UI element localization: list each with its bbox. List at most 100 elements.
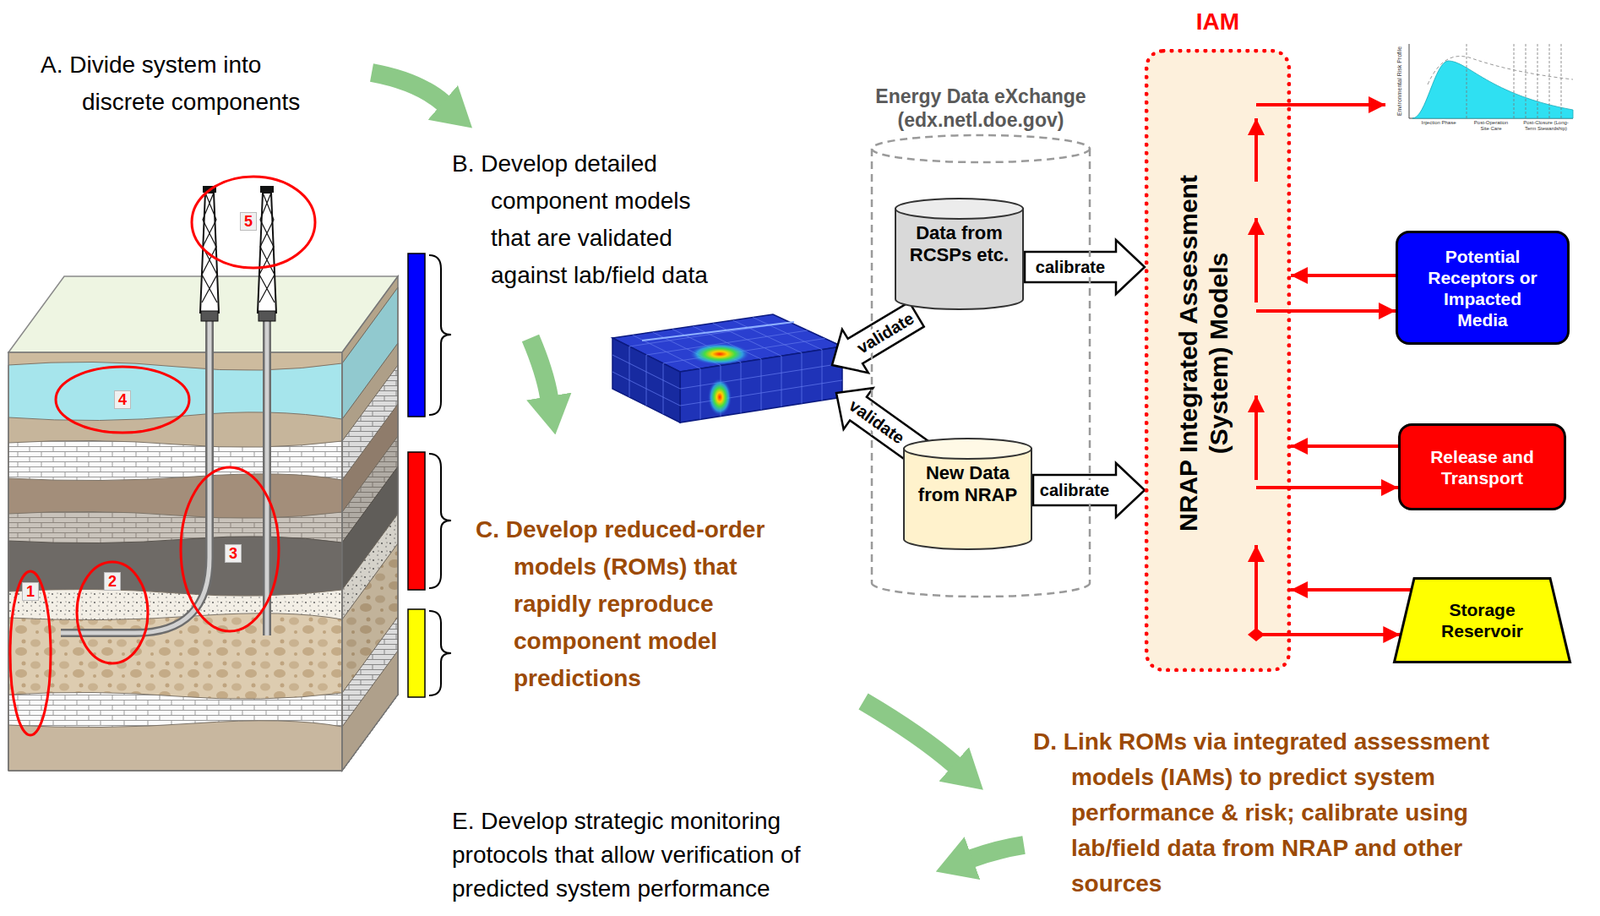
callout-number: 2: [103, 571, 121, 591]
flow-arrow: [1290, 444, 1399, 448]
callout-ellipse: [180, 467, 279, 632]
node-text: New Data from NRAP: [910, 462, 1025, 507]
axis-label: Environmental Risk Profile: [1396, 46, 1404, 116]
step-text: B. Develop detailed component models tha…: [451, 145, 719, 294]
cylinder-outline: [871, 582, 1090, 597]
derrick: [201, 192, 218, 303]
receptor-box: Potential Receptors or Impacted Media: [1395, 230, 1570, 345]
well-pipe: [262, 321, 272, 636]
component-model-mesh: [629, 317, 826, 370]
risk-chart: [1412, 60, 1573, 119]
box-heading: IAM: [1148, 7, 1287, 37]
risk-chart: [1393, 40, 1577, 134]
step-text: A. Divide system into discrete component…: [40, 46, 306, 121]
flow-arrow: [1290, 273, 1396, 278]
internal-flow-arrow: [1256, 310, 1291, 635]
step-arrow: [971, 844, 1024, 859]
callout-number: 3: [224, 544, 242, 563]
internal-flow-arrow: [1254, 217, 1258, 303]
internal-flow-arrow: [1254, 118, 1258, 182]
calibrate-arrow: [1033, 462, 1145, 518]
data-repository-cylinder: Energy Data eXchange (edx.netl.doe.gov)D…: [870, 81, 1092, 597]
step-arrow: [530, 337, 550, 398]
geology-block: [8, 352, 343, 771]
phase-label: Post-Closure (Long-Term Stewardship): [1518, 119, 1574, 131]
derrick: [258, 310, 276, 322]
geology-block: [8, 412, 343, 771]
cylinder-outline: [903, 438, 1032, 459]
cylinder-outline: [903, 448, 1032, 550]
connectors: [1024, 239, 1411, 635]
calibrate-arrow: [1024, 239, 1145, 294]
internal-flow-arrow: [1254, 395, 1258, 480]
trapezoid-outline: [1394, 578, 1571, 663]
step-arrow: [371, 72, 444, 104]
reservoir-trapezoid: Storage Reservoir: [1393, 576, 1572, 664]
risk-chart: [1409, 43, 1573, 119]
component-model-mesh: [689, 342, 751, 365]
geology-block: [8, 720, 343, 771]
flow-diamond: [1247, 627, 1265, 642]
derrick: [200, 185, 277, 322]
cylinder-outline: [871, 135, 1090, 597]
component-model-mesh: [642, 321, 795, 341]
node-text: Release and Transport: [1423, 446, 1542, 489]
well-pipe: [60, 321, 267, 636]
geology-block: [8, 361, 343, 771]
geology-block: [8, 276, 398, 771]
phase-label: Post-Operation Site Care: [1469, 119, 1513, 131]
callout-ellipse: [55, 366, 190, 433]
flow-arrow: [1290, 587, 1411, 592]
flow-arrow: [1290, 309, 1396, 313]
zone-bracket: [408, 253, 452, 697]
transport-box: Release and Transport: [1398, 423, 1567, 511]
cylinder-outline: [893, 196, 1025, 311]
arrow-label: validate: [851, 307, 920, 360]
validate-arrow: [836, 387, 934, 469]
well-pipe: [265, 321, 270, 636]
geology-block: [8, 588, 343, 771]
callout-number: 4: [114, 390, 131, 409]
geology-block: [8, 352, 343, 771]
geology-block: [342, 276, 398, 771]
step-text: E. Develop strategic monitoring protocol…: [451, 804, 824, 906]
cylinder-outline: [902, 436, 1034, 551]
component-model-mesh: [612, 314, 843, 423]
zone-bracket: [408, 451, 425, 590]
validate-arrow: [832, 301, 925, 373]
geology-block: [8, 691, 343, 771]
risk-chart: [1393, 40, 1577, 134]
derrick: [260, 185, 274, 193]
cylinder-outline: [870, 81, 1092, 597]
derrick: [200, 192, 219, 313]
cylinder-outline: [871, 135, 1090, 163]
arrow-label: validate: [843, 393, 910, 449]
component-model-mesh: [707, 378, 732, 416]
phase-label: Injection Phase: [1417, 119, 1460, 126]
derrick: [259, 192, 275, 303]
validate-arrow: [832, 301, 934, 468]
geology-block: [8, 613, 343, 771]
geology-block: [8, 440, 343, 771]
risk-chart: [1427, 55, 1573, 85]
cylinder-outline: [895, 208, 1024, 310]
risk-chart: [1466, 43, 1562, 119]
geology-block: [8, 511, 343, 771]
flow-arrow: [1290, 485, 1399, 490]
trapezoid-outline: [1393, 576, 1572, 664]
zone-bracket: [429, 610, 452, 696]
callout-number: 1: [21, 582, 39, 601]
connector-label: calibrate: [1034, 256, 1107, 278]
callout-number: 5: [239, 212, 257, 231]
internal-flow-arrow: [1256, 103, 1386, 107]
node-text: NRAP Integrated Assessment (System) Mode…: [1173, 167, 1235, 539]
geology-block: [8, 536, 343, 771]
callout-ellipse: [10, 571, 51, 735]
callout-ellipse: [10, 176, 316, 735]
cylinder-outline: [871, 148, 1090, 583]
system-model-box: IAMNRAP Integrated Assessment (System) M…: [1144, 48, 1291, 672]
